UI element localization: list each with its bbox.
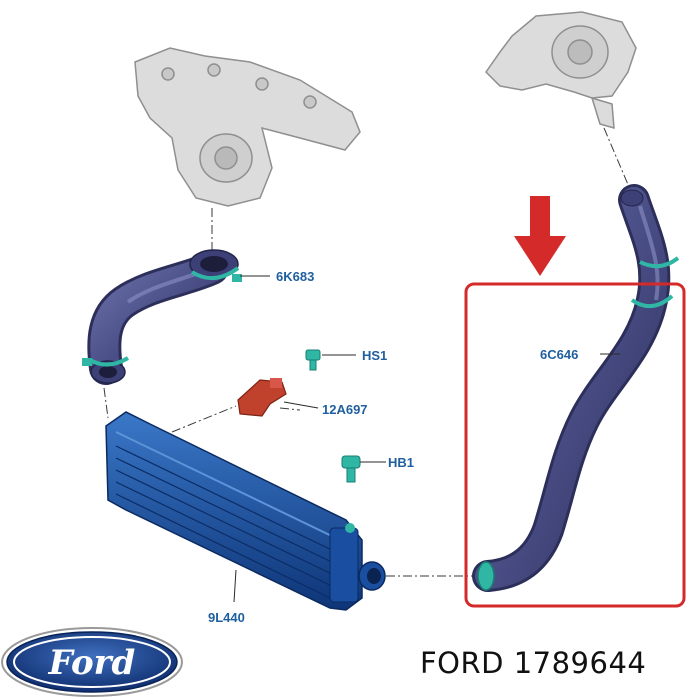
charge-air-hose-6k683	[87, 249, 239, 385]
part-number-caption: FORD 1789644	[420, 646, 647, 680]
label-hs1: HS1	[362, 348, 387, 363]
intercooler	[105, 411, 386, 611]
exhaust-manifold	[134, 47, 361, 207]
label-9l440: 9L440	[208, 610, 245, 625]
highlight-frame	[464, 282, 686, 608]
hose-clamp	[232, 274, 242, 282]
hose-clamp	[89, 266, 240, 367]
label-12a697: 12A697	[322, 402, 368, 417]
bolt-hb1	[341, 455, 361, 483]
leader-lines	[103, 127, 633, 577]
bolt-hs1	[305, 349, 321, 371]
label-6c646: 6C646	[540, 347, 578, 362]
ford-logo: Ford	[1, 627, 183, 697]
hose-clamp	[630, 256, 680, 308]
sensor-12a697	[237, 378, 287, 417]
turbocharger	[485, 11, 637, 130]
label-hb1: HB1	[388, 455, 414, 470]
svg-text:Ford: Ford	[48, 643, 136, 683]
down-arrow-icon	[514, 196, 566, 276]
label-leaders	[233, 275, 620, 603]
charge-air-hose-6c646	[472, 184, 671, 592]
label-6k683: 6K683	[276, 269, 314, 284]
hose-clamp	[82, 358, 92, 366]
